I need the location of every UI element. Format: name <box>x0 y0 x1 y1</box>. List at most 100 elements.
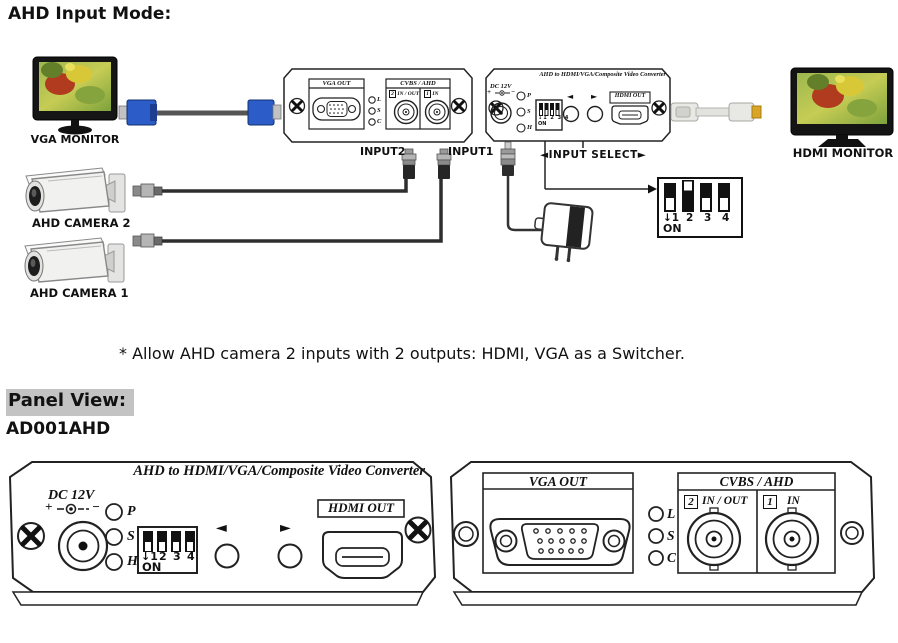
screw-icon <box>651 100 667 116</box>
input-select-right-button-mini <box>586 105 604 123</box>
hdmi-out-port-mini <box>609 91 651 125</box>
dc-jack <box>57 503 109 572</box>
heading-input-mode: AHD Input Mode: <box>8 4 172 24</box>
led-lamps-mini <box>516 91 526 133</box>
dip-detail-label-3: 3 <box>704 212 712 224</box>
screw-icon <box>288 97 306 115</box>
vga-out-port-mini <box>308 78 365 130</box>
dc-power-plug <box>500 141 543 232</box>
input-select-right-button <box>277 543 303 569</box>
input2-label: INPUT2 <box>360 145 406 158</box>
dip-label-1: ↓1 <box>141 550 158 563</box>
d2: 2 <box>550 115 555 121</box>
dc-jack-mini <box>490 90 512 124</box>
bnc-plug <box>436 148 452 179</box>
led-s-label: S <box>667 528 675 543</box>
led-s-label-mini: S <box>527 108 531 115</box>
led-lamps-front <box>105 503 123 571</box>
dip-detail-label-2: 2 <box>686 212 694 224</box>
cvbs-ahd-ports-mini <box>385 78 451 130</box>
dip-on-mini: ON <box>538 121 547 127</box>
ahd-camera-1-image <box>24 237 125 283</box>
polarity-plus: + <box>45 499 53 514</box>
bnc-cable-camera2 <box>132 148 417 198</box>
hdmi-monitor-label: HDMI MONITOR <box>792 146 894 160</box>
right-arrow-icon: ► <box>591 92 598 101</box>
ahd-camera-2-image <box>25 167 126 213</box>
d1: ↓1 <box>538 115 548 121</box>
hdmi-out-port <box>317 499 405 579</box>
led-l-label-mini: L <box>377 96 381 103</box>
bnc2-num-mini: 2 <box>389 90 396 99</box>
input1-label: INPUT1 <box>448 145 494 158</box>
hdmi-monitor-image <box>790 67 894 147</box>
hdmi-out-label: HDMI OUT <box>327 500 395 515</box>
dip-on-label: ON <box>142 560 162 574</box>
screw-icon <box>17 522 45 550</box>
led-s-label: S <box>127 529 135 544</box>
dip-label-4: 4 <box>187 550 195 563</box>
dip-detail-on-label: ON <box>663 222 682 235</box>
vga-monitor-label: VGA MONITOR <box>30 133 120 146</box>
input-select-left-button-mini <box>562 105 580 123</box>
ahd-camera-2-label: AHD CAMERA 2 <box>32 216 131 230</box>
left-arrow-icon: ◄ <box>567 92 574 101</box>
front-panel-large <box>8 461 437 606</box>
dip-label-3: 3 <box>173 550 181 563</box>
screw-icon <box>488 100 504 116</box>
d3: 3 <box>557 115 563 121</box>
heading-panel-view: Panel View: <box>6 389 135 416</box>
led-p-label-mini: P <box>527 92 531 99</box>
input-select-label: ◄INPUT SELECT► <box>540 149 647 161</box>
bnc-plug <box>401 148 417 179</box>
led-h-label: H <box>127 554 138 569</box>
vga-monitor-image <box>32 56 118 135</box>
dip-labels-mini: ↓1 2 3 4 <box>538 115 570 122</box>
led-c-label-mini: C <box>377 118 382 125</box>
ahd-camera-1-label: AHD CAMERA 1 <box>30 286 129 300</box>
input-select-left-button <box>214 543 240 569</box>
mounting-hole <box>453 521 479 547</box>
polarity-plus-mini: + <box>487 88 491 96</box>
converter-front-mini <box>485 68 671 142</box>
converter-title-mini: AHD to HDMI/VGA/Composite Video Converte… <box>539 71 666 78</box>
polarity-minus-mini: − <box>511 88 516 96</box>
right-arrow-icon: ► <box>280 520 291 536</box>
screw-icon <box>450 97 468 115</box>
power-adapter <box>534 202 594 263</box>
d4: 4 <box>564 115 570 121</box>
dc12v-label-mini: DC 12V <box>490 83 512 90</box>
bnc-port-1 <box>764 507 820 571</box>
left-arrow-icon: ◄ <box>216 520 227 536</box>
dip-switch-mini <box>535 99 563 131</box>
led-s-label-mini: S <box>377 107 381 114</box>
rear-panel-large <box>449 461 876 606</box>
bnc2-label: IN / OUT <box>702 495 748 507</box>
vga-out-port <box>482 472 634 574</box>
led-p-label: P <box>127 504 136 519</box>
bnc1-num-mini: 1 <box>424 90 431 99</box>
led-c-label: C <box>667 550 677 565</box>
bnc-cable-camera1 <box>132 148 452 248</box>
dip-switch-detail <box>657 177 743 238</box>
vga-out-label-mini: VGA OUT <box>322 80 351 87</box>
led-lamps-mini <box>368 96 376 126</box>
polarity-minus: − <box>92 499 100 514</box>
led-l-label: L <box>667 506 676 521</box>
hdmi-out-label-mini: HDMI OUT <box>614 93 646 99</box>
vga-cable <box>118 99 282 126</box>
dip-label-2: 2 <box>159 550 167 563</box>
mounting-hole <box>840 521 864 545</box>
model-number: AD001AHD <box>6 419 111 439</box>
dip-detail-label-1: ↓1 <box>663 212 680 224</box>
bnc1-num-box: 1 <box>763 495 777 509</box>
dip-detail-label-4: 4 <box>722 212 730 224</box>
converter-title: AHD to HDMI/VGA/Composite Video Converte… <box>133 463 425 479</box>
led-lamps-rear <box>648 506 664 566</box>
converter-rear-mini <box>283 68 473 143</box>
cvbs-ahd-label-mini: CVBS / AHD <box>400 80 436 87</box>
bnc2-label-mini: 2 IN / OUT <box>389 90 419 99</box>
bnc1-label: IN <box>787 495 800 507</box>
